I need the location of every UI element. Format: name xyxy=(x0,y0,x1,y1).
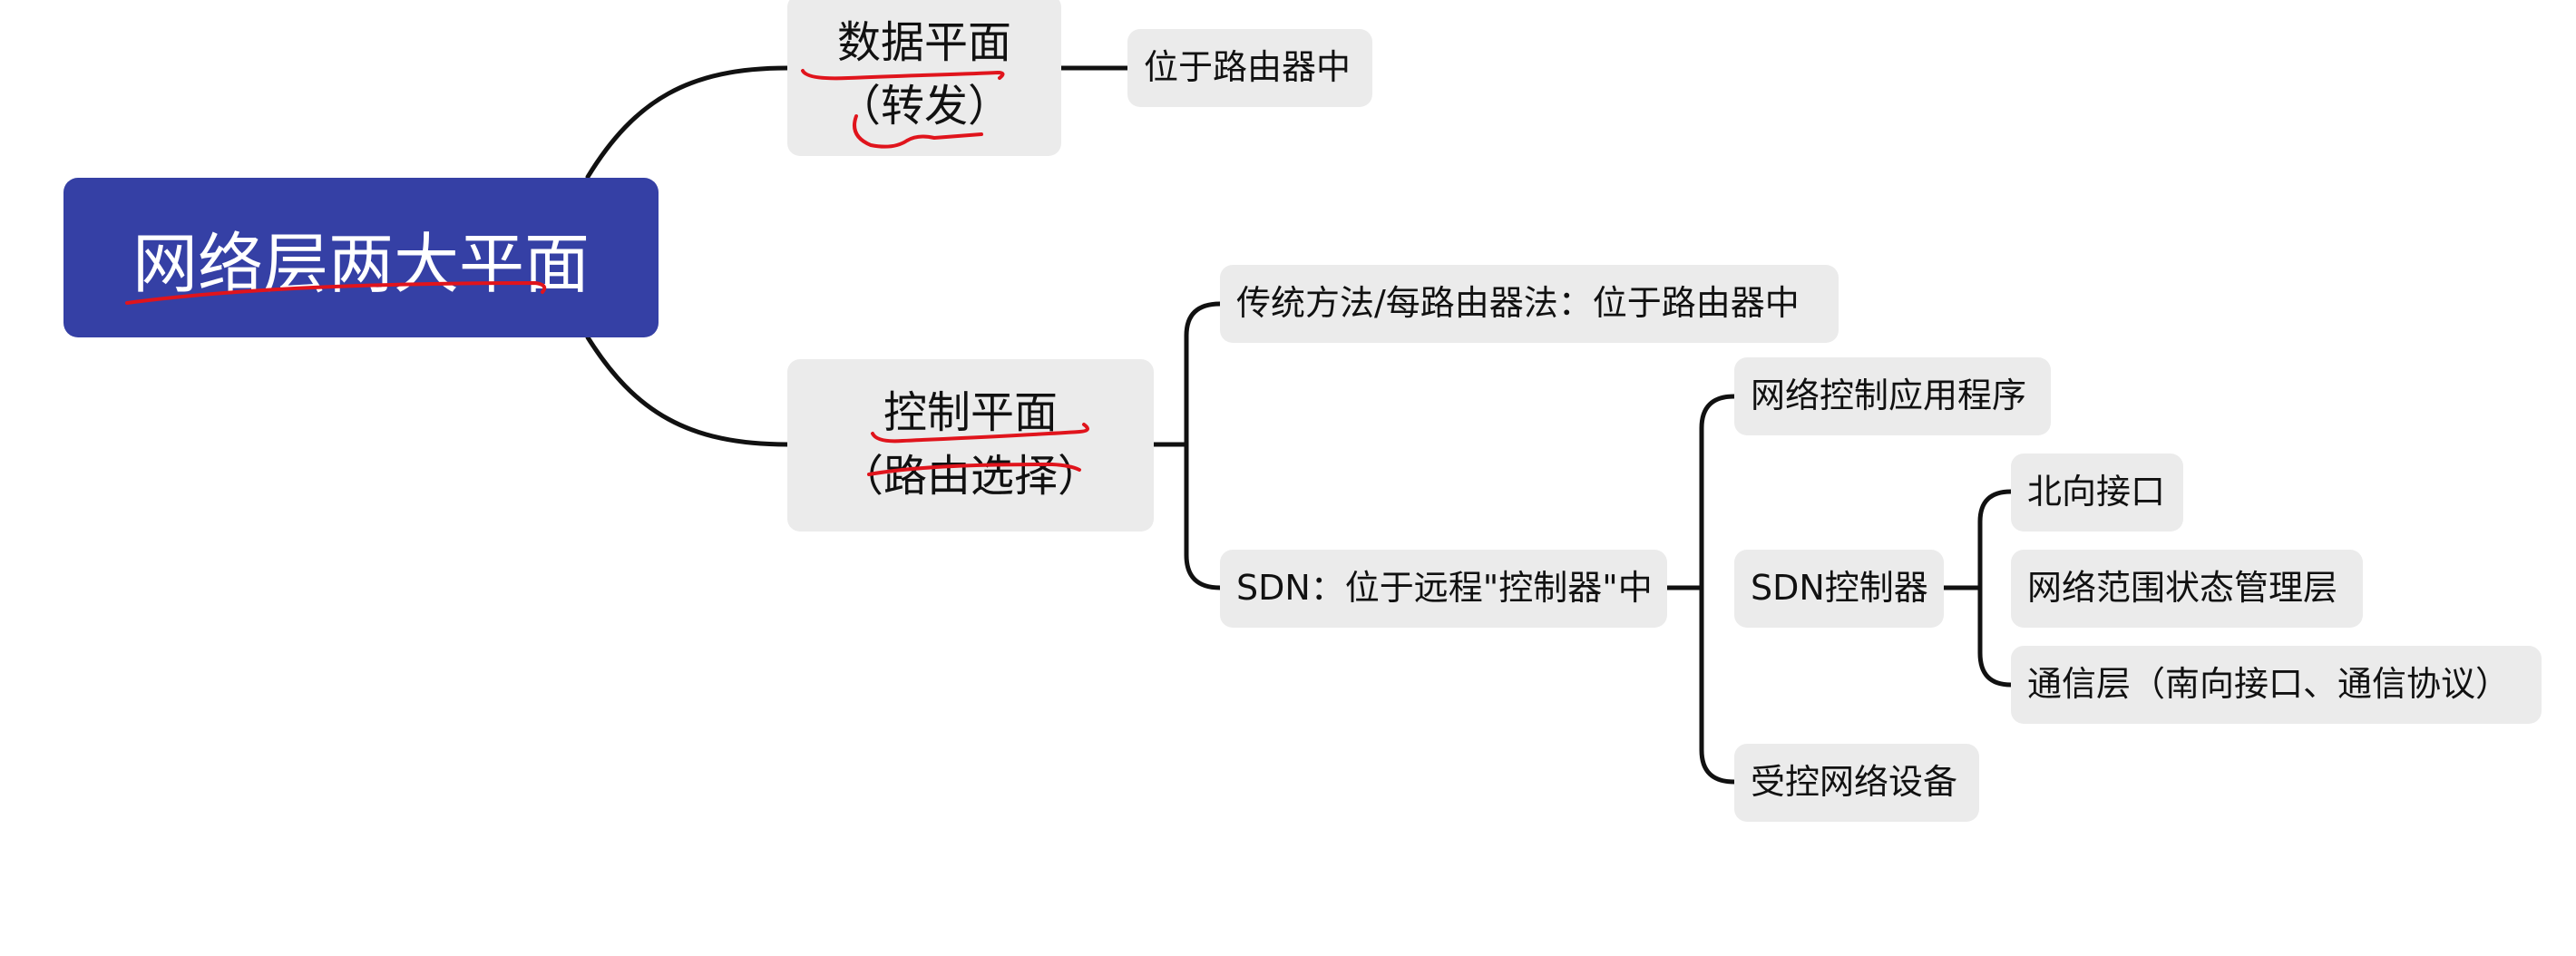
communication-layer-label: 通信层（南向接口、通信协议） xyxy=(2027,664,2511,705)
control-plane-subtitle: （路由选择） xyxy=(839,451,1101,502)
root-node[interactable]: 网络层两大平面 xyxy=(63,178,659,337)
connector-sdn-branch xyxy=(1664,394,1737,785)
traditional-method-label: 传统方法/每路由器法：位于路由器中 xyxy=(1236,283,1800,324)
data-plane-location-node[interactable]: 位于路由器中 xyxy=(1127,29,1372,107)
sdn-label: SDN：位于远程"控制器"中 xyxy=(1236,568,1653,609)
control-plane-title: 控制平面 xyxy=(883,387,1058,439)
network-control-app-label: 网络控制应用程序 xyxy=(1751,376,2027,416)
data-plane-subtitle: （转发） xyxy=(836,81,1011,132)
state-management-layer-node[interactable]: 网络范围状态管理层 xyxy=(2011,550,2363,628)
data-plane-location-label: 位于路由器中 xyxy=(1144,47,1351,88)
data-plane-title: 数据平面 xyxy=(836,17,1011,69)
sdn-node[interactable]: SDN：位于远程"控制器"中 xyxy=(1220,550,1667,628)
connector-controller-branch xyxy=(1941,489,2014,688)
state-management-layer-label: 网络范围状态管理层 xyxy=(2027,568,2338,609)
traditional-method-node[interactable]: 传统方法/每路由器法：位于路由器中 xyxy=(1220,265,1839,343)
control-plane-node[interactable]: 控制平面 （路由选择） xyxy=(787,359,1154,532)
northbound-interface-label: 北向接口 xyxy=(2027,472,2166,512)
controlled-devices-node[interactable]: 受控网络设备 xyxy=(1734,744,1979,822)
northbound-interface-node[interactable]: 北向接口 xyxy=(2011,454,2183,532)
sdn-controller-node[interactable]: SDN控制器 xyxy=(1734,550,1944,628)
underline-control-plane-title xyxy=(871,423,1089,444)
underline-data-plane-title xyxy=(801,69,1005,81)
root-label: 网络层两大平面 xyxy=(132,225,590,302)
communication-layer-node[interactable]: 通信层（南向接口、通信协议） xyxy=(2011,646,2542,724)
strike-control-plane-subtitle xyxy=(867,463,1081,476)
underline-data-plane-subtitle xyxy=(853,114,983,149)
underline-root-title xyxy=(125,281,547,305)
network-control-app-node[interactable]: 网络控制应用程序 xyxy=(1734,357,2051,435)
connector-root-to-control-plane xyxy=(585,335,790,447)
connector-root-to-data-plane xyxy=(585,65,790,180)
sdn-controller-label: SDN控制器 xyxy=(1751,568,1928,609)
controlled-devices-label: 受控网络设备 xyxy=(1751,762,1958,803)
connector-control-plane-branch xyxy=(1151,301,1223,590)
